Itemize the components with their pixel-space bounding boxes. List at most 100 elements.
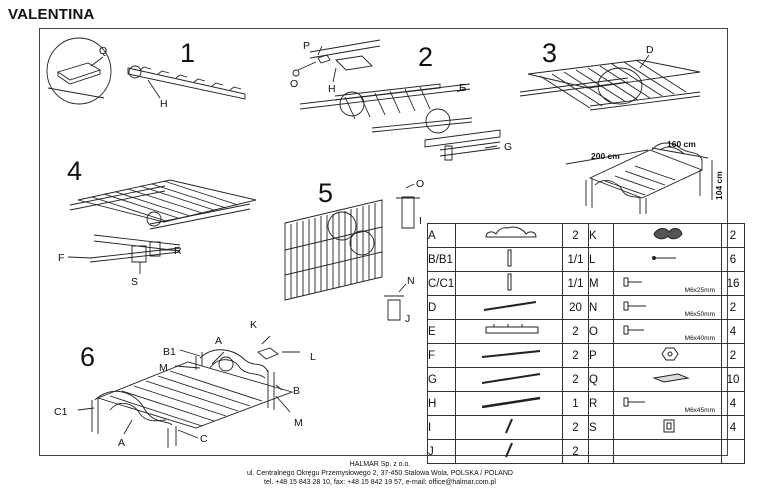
step-number-4: 4 <box>67 156 82 186</box>
parts-list-table: A 2 K 2 B/B1 1/1 L 6 C/C1 1/1 M M6x25mm … <box>427 223 745 464</box>
part-h-image <box>455 391 563 416</box>
part-qty: 4 <box>721 391 745 416</box>
part-qty: 4 <box>721 319 745 344</box>
table-row: D 20 N M6x50mm 2 <box>427 295 745 320</box>
part-letter: S <box>588 415 614 440</box>
part-letter: K <box>588 223 614 248</box>
callout-o: O <box>290 78 298 90</box>
part-letter: D <box>427 295 456 320</box>
table-row: E 2 O M6x40mm 4 <box>427 319 745 344</box>
footer-address: ul. Centralnego Okręgu Przemysłowego 2, … <box>246 470 513 477</box>
table-row: I 2 S 4 <box>427 415 745 440</box>
part-a-image <box>455 223 563 248</box>
callout-q: Q <box>99 45 107 57</box>
part-qty <box>721 439 745 464</box>
part-j-image <box>455 439 563 464</box>
callout-h: H <box>328 83 336 95</box>
part-letter: M <box>588 271 614 296</box>
part-qty: 2 <box>562 415 589 440</box>
step-number-1: 1 <box>180 38 195 68</box>
step5-drawing <box>284 183 420 321</box>
callout-s: S <box>131 276 138 288</box>
part-letter: Q <box>588 367 614 392</box>
table-row: J 2 <box>427 439 745 464</box>
part-qty: 2 <box>562 319 589 344</box>
part-letter: O <box>588 319 614 344</box>
part-qty: 2 <box>721 295 745 320</box>
part-letter: I <box>427 415 456 440</box>
document-title: VALENTINA <box>8 6 95 23</box>
bolt-size: M6x50mm <box>684 311 715 318</box>
part-f-image <box>455 343 563 368</box>
callout-j: J <box>405 313 410 325</box>
table-row: A 2 K 2 <box>427 223 745 248</box>
part-letter: J <box>427 439 456 464</box>
part-qty: 16 <box>721 271 745 296</box>
callout-h: H <box>160 98 168 110</box>
dimension-height: 104 cm <box>714 171 724 200</box>
part-d-image <box>455 295 563 320</box>
bolt-size: M6x25mm <box>684 287 715 294</box>
part-l-image <box>613 247 722 272</box>
part-letter: N <box>588 295 614 320</box>
callout-c1: C1 <box>54 406 68 418</box>
part-qty: 6 <box>721 247 745 272</box>
part-letter: L <box>588 247 614 272</box>
table-row: G 2 Q 10 <box>427 367 745 392</box>
part-letter: A <box>427 223 456 248</box>
part-qty: 1 <box>562 391 589 416</box>
callout-f: F <box>58 252 64 264</box>
callout-o: O <box>416 178 424 190</box>
part-letter: R <box>588 391 614 416</box>
table-row: F 2 P 2 <box>427 343 745 368</box>
part-letter <box>588 439 614 464</box>
part-letter: B/B1 <box>427 247 456 272</box>
part-letter: F <box>427 343 456 368</box>
part-e-image <box>455 319 563 344</box>
part-letter: E <box>427 319 456 344</box>
part-b-image <box>455 247 563 272</box>
part-k-image <box>613 223 722 248</box>
part-qty: 20 <box>562 295 589 320</box>
part-qty: 4 <box>721 415 745 440</box>
step-number-3: 3 <box>542 38 557 68</box>
callout-a: A <box>118 437 125 449</box>
bolt-size: M6x40mm <box>684 335 715 342</box>
part-m-bolt-image: M6x25mm <box>613 271 722 296</box>
callout-b: B <box>293 385 300 397</box>
callout-m: M <box>159 362 168 374</box>
step4-drawing <box>67 179 257 274</box>
step6-drawing <box>77 335 300 448</box>
part-qty: 2 <box>562 367 589 392</box>
part-letter: C/C1 <box>427 271 456 296</box>
callout-m: M <box>294 417 303 429</box>
callout-d: D <box>646 44 654 56</box>
step-number-5: 5 <box>318 178 333 208</box>
table-row: H 1 R M6x45mm 4 <box>427 391 745 416</box>
footer-contact: tel. +48 15 843 28 10, fax: +48 15 842 1… <box>264 479 496 486</box>
part-n-bolt-image: M6x50mm <box>613 295 722 320</box>
part-q-plate-image <box>613 367 722 392</box>
part-letter: H <box>427 391 456 416</box>
footer-company: HALMAR Sp. z o.o. <box>349 461 411 468</box>
part-qty: 2 <box>721 343 745 368</box>
empty-cell <box>613 439 722 464</box>
part-i-image <box>455 415 563 440</box>
callout-k: K <box>250 319 257 331</box>
part-r-bolt-image: M6x45mm <box>613 391 722 416</box>
bolt-size: M6x45mm <box>684 407 715 414</box>
callout-g: G <box>504 141 512 153</box>
part-qty: 2 <box>562 439 589 464</box>
part-qty: 2 <box>562 223 589 248</box>
part-p-nut-image <box>613 343 722 368</box>
part-letter: G <box>427 367 456 392</box>
part-qty: 2 <box>562 343 589 368</box>
callout-p: P <box>303 40 310 52</box>
callout-a: A <box>215 335 222 347</box>
callout-r: R <box>174 245 182 257</box>
callout-i: I <box>419 215 422 227</box>
assembled-bed-overview <box>565 142 713 214</box>
part-c-image <box>455 271 563 296</box>
dimension-length: 200 cm <box>591 151 620 161</box>
